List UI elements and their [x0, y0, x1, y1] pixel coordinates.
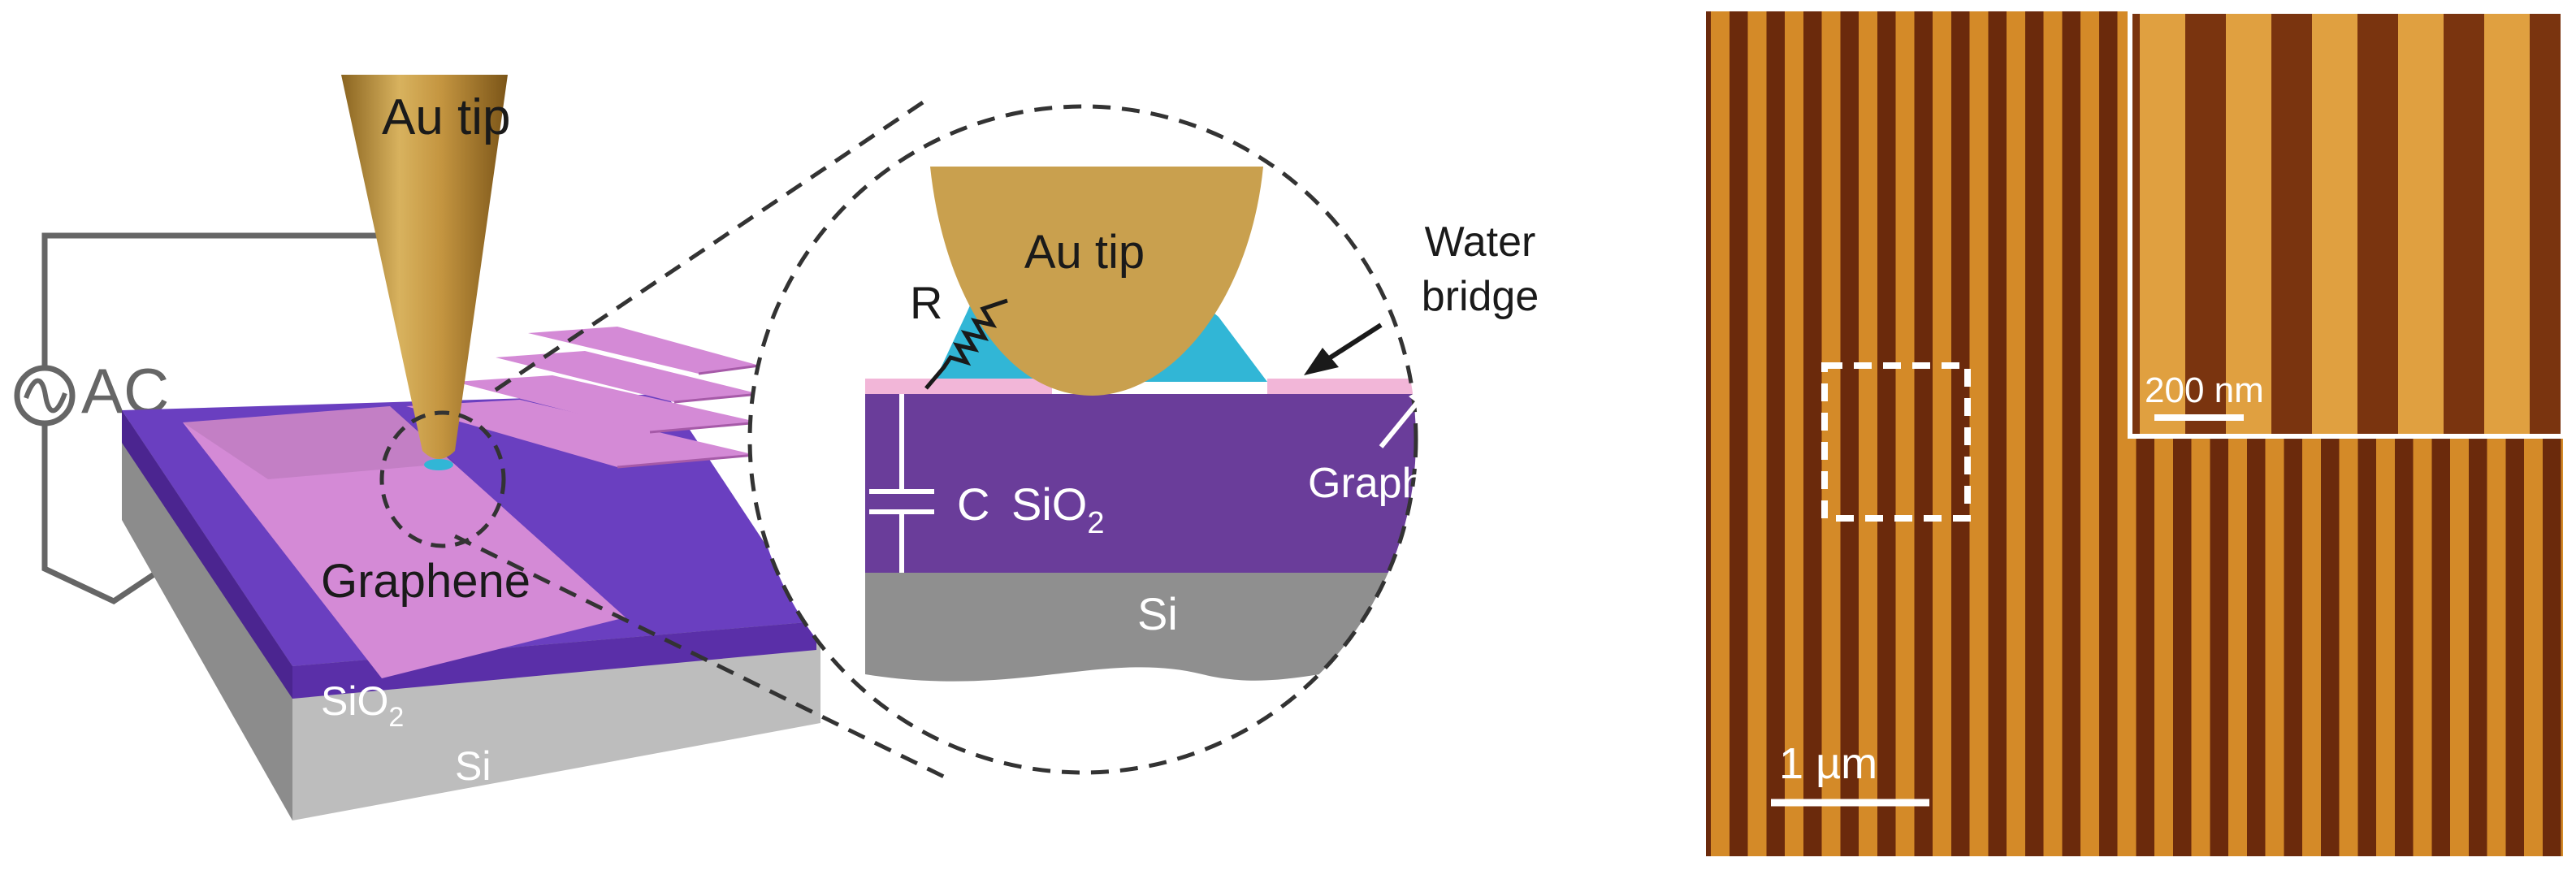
graphene-section-right: [1267, 379, 1416, 394]
afm-stripe: [1969, 11, 1989, 856]
graphene-section-left: [865, 379, 1052, 394]
afm-stripe: [1933, 11, 1951, 856]
afm-image-panel: 200 nm 1 µm: [1706, 9, 2565, 856]
afm-stripe: [1747, 11, 1767, 856]
afm-inset-stripe: [2140, 11, 2185, 436]
water-bridge-arrow: [1304, 323, 1383, 375]
afm-stripe: [1711, 11, 1730, 856]
afm-stripe: [1895, 11, 1915, 856]
afm-stripe: [2043, 11, 2063, 856]
graphene-arrow: [1379, 383, 1431, 448]
focus-ellipse: [379, 410, 506, 548]
inset-border: [2128, 9, 2565, 439]
si-label-left: Si: [455, 743, 491, 789]
afm-inset-stripe: [2398, 11, 2444, 436]
afm-inset-stripes: [2140, 11, 2530, 436]
graphene-label-section: Graphene: [1308, 460, 1496, 507]
afm-inset-stripe: [2484, 11, 2530, 436]
afm-stripe: [1821, 11, 1841, 856]
zoom-connector-lines: [453, 95, 952, 782]
water-label-line2: bridge: [1422, 273, 1539, 320]
si-section: [865, 573, 1416, 682]
afm-stripe: [1785, 11, 1803, 856]
capacitor-label: C: [957, 478, 989, 530]
sio2-layer-side: [122, 410, 292, 699]
capacitor-icon: [869, 394, 934, 573]
device-3d-panel: AC Au tip Graphene: [14, 75, 820, 821]
sio2-section: [865, 394, 1416, 573]
zoom-region-box: [1821, 362, 1971, 522]
si-substrate-front: [292, 642, 820, 821]
graphene-label-left: Graphene: [321, 555, 530, 608]
afm-inset: 200 nm: [2128, 9, 2565, 439]
tip-contact-icon: [424, 459, 453, 470]
inset-scale-label: 200 nm: [2145, 370, 2264, 410]
graphene-sheet: [183, 406, 626, 678]
tip-shadow: [183, 406, 455, 479]
scale-label: 1 µm: [1779, 739, 1877, 788]
afm-stripe: [2080, 11, 2099, 856]
ac-source-icon: [14, 365, 76, 427]
au-tip-label-section: Au tip: [1024, 226, 1145, 279]
water-label-line1: Water: [1425, 219, 1536, 266]
au-tip-section: [930, 167, 1263, 396]
resistor-label: R: [910, 277, 942, 328]
resistor-icon: [924, 298, 1008, 390]
afm-inset-stripe: [2312, 11, 2357, 436]
graphene-stripes: [406, 327, 760, 467]
afm-inset-stripe: [2226, 11, 2271, 436]
si-substrate-side: [122, 422, 292, 821]
sio2-label-left: SiO2: [321, 678, 404, 733]
au-tip-label-left: Au tip: [382, 89, 511, 145]
graphene-stripe-edges: [617, 364, 760, 469]
sio2-label-section: SiO2: [1011, 478, 1105, 540]
afm-stripe: [1859, 11, 1877, 856]
zoom-circle: [747, 104, 1418, 775]
afm-stripe: [2007, 11, 2025, 856]
sio2-layer-front: [292, 621, 816, 699]
cross-section-panel: Au tip R C SiO2 Water bridge Graphene Si: [747, 104, 1539, 775]
si-label-section: Si: [1137, 588, 1178, 639]
au-tip-cone: [341, 75, 508, 459]
